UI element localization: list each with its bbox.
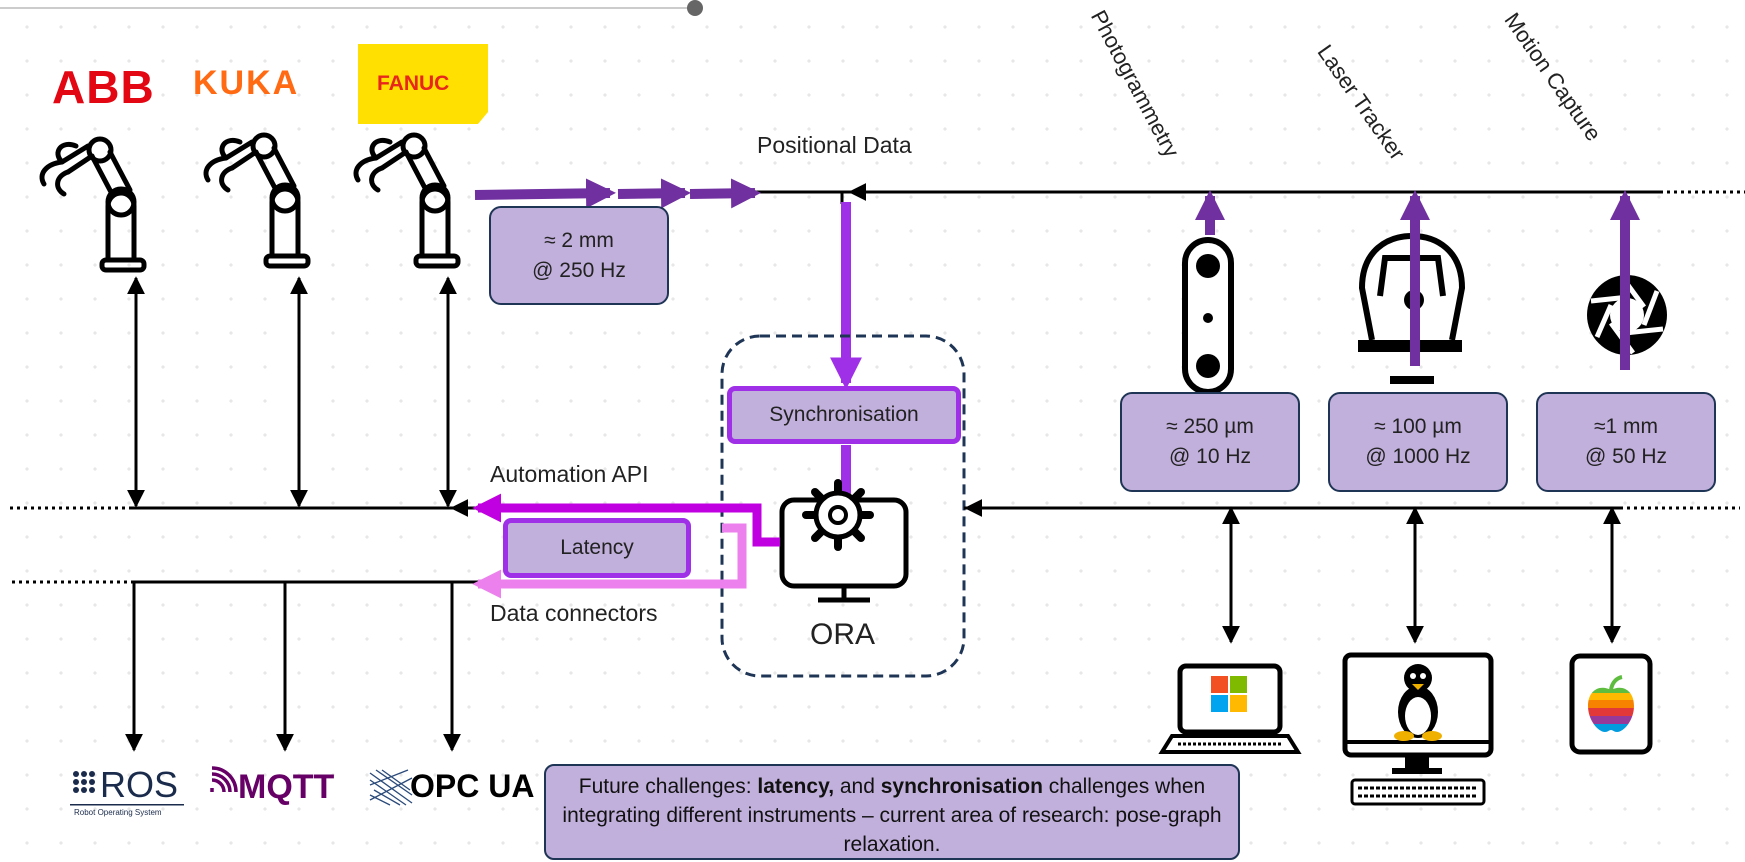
- apple-logo-icon: [1588, 675, 1634, 732]
- fanuc-logo: FANUC: [377, 72, 450, 95]
- ora-monitor-icon: [779, 497, 909, 603]
- ora-container: [720, 334, 966, 678]
- latency-box: Latency: [503, 518, 691, 578]
- robot-spec-accuracy: ≈ 2 mm: [544, 228, 614, 252]
- automation-api-path: [472, 493, 780, 547]
- laser-tracker-accuracy: ≈ 100 µm: [1374, 415, 1462, 438]
- automation-api-label: Automation API: [490, 461, 649, 487]
- note-prefix: Future challenges:: [578, 775, 758, 798]
- ros-logo: ROS: [100, 764, 179, 805]
- top-rule-dot: [687, 0, 703, 16]
- data-connectors-path: [472, 523, 747, 599]
- data-connectors-label: Data connectors: [490, 600, 658, 626]
- abb-logo: ABB: [52, 61, 155, 113]
- ros-logo-icon: [70, 771, 184, 806]
- laser-tracker-rate: @ 1000 Hz: [1365, 445, 1471, 468]
- linux-desktop-icon: [1342, 652, 1494, 806]
- motion-capture-accuracy: ≈1 mm: [1593, 415, 1659, 438]
- ros-subtitle: Robot Operating System: [74, 808, 162, 817]
- photogrammetry-rate: @ 10 Hz: [1168, 445, 1251, 468]
- motion-capture-spec-box: ≈1 mm @ 50 Hz: [1536, 392, 1716, 492]
- positional-data-label: Positional Data: [757, 132, 912, 158]
- note-latency: latency,: [757, 775, 835, 798]
- opcua-logo: OPC UA: [410, 768, 535, 804]
- future-challenges-note: Future challenges: latency, and synchron…: [544, 764, 1240, 860]
- robot-arm-kuka-icon: [203, 132, 311, 269]
- opcua-logo-icon: [369, 769, 413, 806]
- mqtt-logo: MQTT: [238, 768, 335, 806]
- ora-label: ORA: [810, 618, 876, 651]
- kuka-logo: KUKA: [193, 64, 300, 102]
- robot-spec-rate: @ 250 Hz: [532, 258, 626, 282]
- note-suffix: challenges when integrating different in…: [562, 775, 1222, 856]
- note-mid: and: [834, 775, 881, 798]
- fanuc-logo-bg: [358, 44, 488, 124]
- laser-tracker-spec-box: ≈ 100 µm @ 1000 Hz: [1328, 392, 1508, 492]
- ora-gear-icon: [802, 479, 874, 551]
- photogrammetry-spec-box: ≈ 250 µm @ 10 Hz: [1120, 392, 1300, 492]
- synchronisation-box: Synchronisation: [727, 386, 961, 444]
- robot-spec-box: ≈ 2 mm @ 250 Hz: [489, 206, 669, 305]
- robot-data-arrow-2: [617, 178, 691, 209]
- mqtt-logo-icon: [210, 766, 238, 793]
- photogrammetry-accuracy: ≈ 250 µm: [1166, 415, 1254, 438]
- robot-arm-abb-icon: [39, 136, 147, 273]
- linux-tux-icon: [1394, 664, 1442, 741]
- motion-capture-rate: @ 50 Hz: [1584, 445, 1667, 468]
- windows-laptop-icon: [1158, 663, 1302, 754]
- note-synchronisation: synchronisation: [880, 775, 1043, 798]
- robot-data-arrow-1: [474, 178, 616, 209]
- photogrammetry-camera-icon: [1182, 237, 1234, 395]
- robot-arm-fanuc-icon: [353, 132, 461, 269]
- robot-data-arrow-3: [689, 178, 761, 209]
